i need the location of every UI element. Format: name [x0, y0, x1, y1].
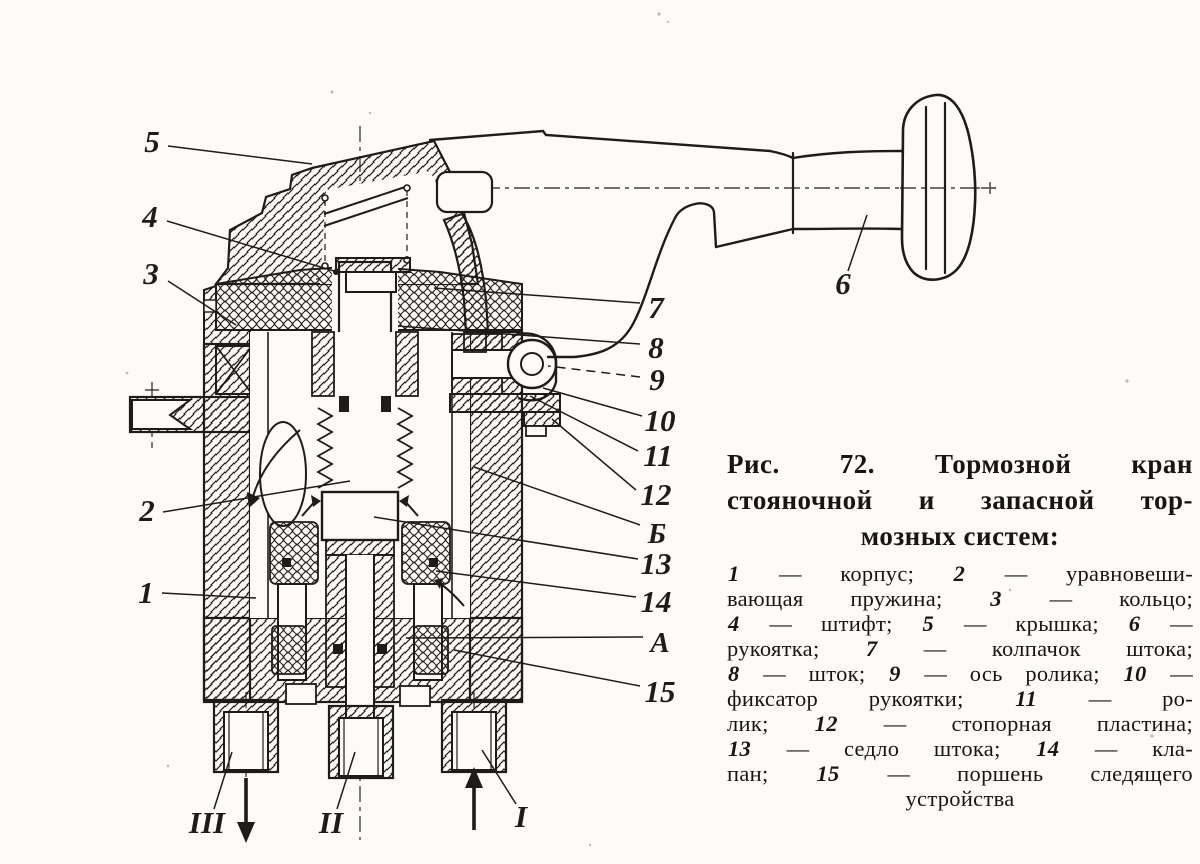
- legend-line: пан; 15 — поршень следящего: [727, 761, 1193, 786]
- legend-line: фиксатор рукоятки; 11 — ро-: [727, 686, 1193, 711]
- callout-9: 9: [649, 362, 665, 397]
- callout-12: 12: [641, 477, 672, 512]
- roller: [506, 338, 558, 390]
- callout-5: 5: [144, 124, 160, 159]
- figure-caption-line-2: стояночной и запасной тор-: [727, 485, 1193, 515]
- legend-line: устройства: [905, 786, 1015, 811]
- callout-13: 13: [641, 546, 672, 581]
- figure-caption-line-3: мозных систем:: [860, 521, 1060, 551]
- figure-text-block: Рис. 72. Тормозной кран стояночной и зап…: [727, 446, 1193, 811]
- paper-noise: [125, 12, 1154, 847]
- callout-14: 14: [641, 584, 672, 619]
- tube-wall-right: [373, 554, 395, 688]
- cover: [213, 139, 480, 286]
- callout-2: 2: [138, 493, 155, 528]
- handle-lever-arm-lower: [463, 329, 487, 353]
- callout-port-III: III: [188, 805, 226, 840]
- callout-section-b: Б: [647, 518, 666, 550]
- knob: [900, 93, 977, 281]
- left-chamber: [259, 421, 307, 527]
- legend-line: 4 — штифт; 5 — крышка; 6 —: [728, 611, 1193, 636]
- callout-11: 11: [643, 438, 672, 473]
- stop-plate: [449, 393, 561, 413]
- lower-seal-right: [413, 625, 449, 675]
- port-boss-I: [440, 698, 508, 774]
- legend-line: 1 — корпус; 2 — уравновеши-: [728, 561, 1193, 586]
- callout-6: 6: [835, 266, 851, 301]
- callout-10: 10: [645, 403, 676, 438]
- ports: [212, 683, 508, 780]
- section-dots: [282, 558, 438, 654]
- valve-rubber-right: [401, 521, 451, 585]
- callout-1: 1: [138, 575, 154, 610]
- callout-15: 15: [645, 674, 676, 709]
- callout-4: 4: [141, 199, 158, 234]
- callout-3: 3: [142, 256, 159, 291]
- lower-seal-left: [271, 625, 307, 675]
- callout-7: 7: [648, 290, 665, 325]
- leader-lines: [161, 145, 868, 810]
- callout-8: 8: [648, 330, 664, 365]
- tube-bore: [346, 555, 374, 718]
- roller-assembly: [449, 332, 561, 437]
- legend-line: 8 — шток; 9 — ось ролика; 10 —: [728, 661, 1193, 686]
- mounting-flange: [128, 395, 252, 434]
- figure-legend: 1 — корпус; 2 — уравновеши- вающая пружи…: [727, 561, 1193, 811]
- callout-port-II: II: [318, 805, 344, 840]
- tube-wall-left: [325, 554, 347, 688]
- port-boss-III: [212, 698, 280, 774]
- stem-seals: [339, 396, 391, 412]
- roller-axle: [451, 349, 513, 379]
- valve-stack: [269, 490, 451, 718]
- legend-line: 13 — седло штока; 14 — кла-: [728, 736, 1193, 761]
- port-flow-arrows: [237, 767, 483, 843]
- callout-section-a: А: [648, 627, 669, 659]
- handle-pivot-pocket: [435, 170, 494, 214]
- piston-block: [320, 490, 400, 542]
- stem-cap: [335, 257, 411, 273]
- flow-arrows: [247, 429, 465, 607]
- handle: [428, 93, 977, 359]
- legend-line: лик; 12 — стопорная пластина;: [727, 711, 1193, 736]
- legend-line: рукоятка; 7 — колпачок штока;: [727, 636, 1194, 661]
- callout-port-I: I: [514, 799, 528, 834]
- stem-collar: [345, 271, 397, 293]
- legend-line: вающая пружина; 3 — кольцо;: [727, 586, 1193, 611]
- interior-details: [259, 331, 453, 618]
- figure-caption-line-1: Рис. 72. Тормозной кран: [727, 449, 1193, 479]
- valve-rubber-left: [269, 521, 319, 585]
- port-boss-II: [327, 704, 395, 780]
- stem-seat: [325, 539, 395, 556]
